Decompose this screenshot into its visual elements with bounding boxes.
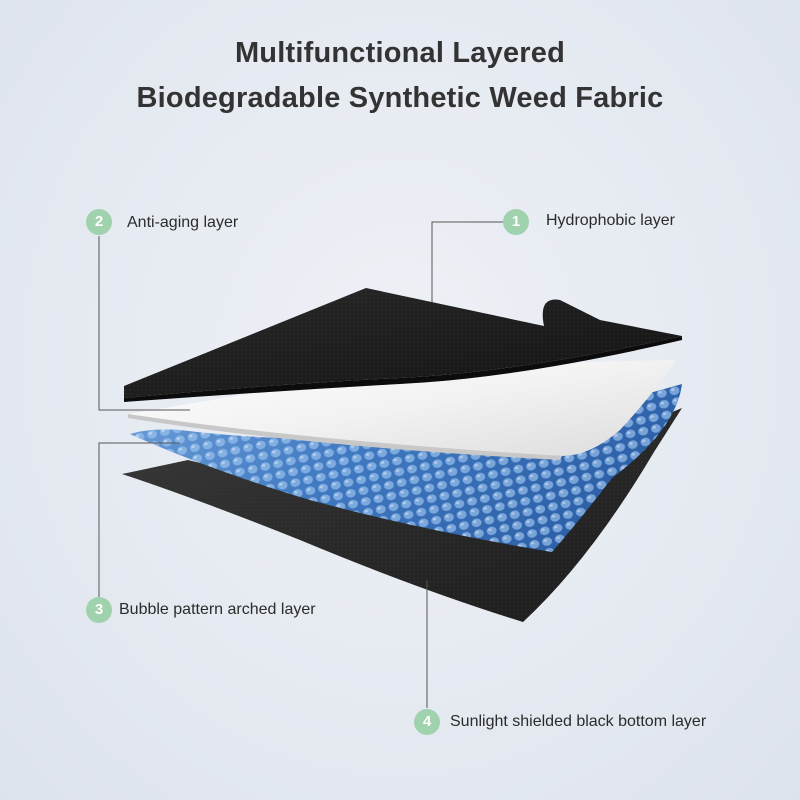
callout-1-label: Hydrophobic layer	[546, 212, 675, 229]
callout-2-badge: 2	[86, 209, 112, 235]
callout-3-badge: 3	[86, 597, 112, 623]
white-anti-aging-layer	[128, 360, 676, 460]
leader-line-3	[98, 442, 180, 597]
callout-4-label: Sunlight shielded black bottom layer	[450, 713, 707, 730]
title-line-2: Biodegradable Synthetic Weed Fabric	[136, 82, 664, 114]
callout-3-label: Bubble pattern arched layer	[119, 601, 316, 618]
callout-4-badge: 4	[414, 709, 440, 735]
callout-1-badge: 1	[503, 209, 529, 235]
callout-2-label: Anti-aging layer	[127, 214, 239, 231]
title-line-1: Multifunctional Layered	[234, 37, 566, 69]
leader-line-2	[98, 236, 190, 411]
black-hydrophobic-layer	[124, 288, 682, 402]
leader-line-1	[431, 221, 503, 302]
